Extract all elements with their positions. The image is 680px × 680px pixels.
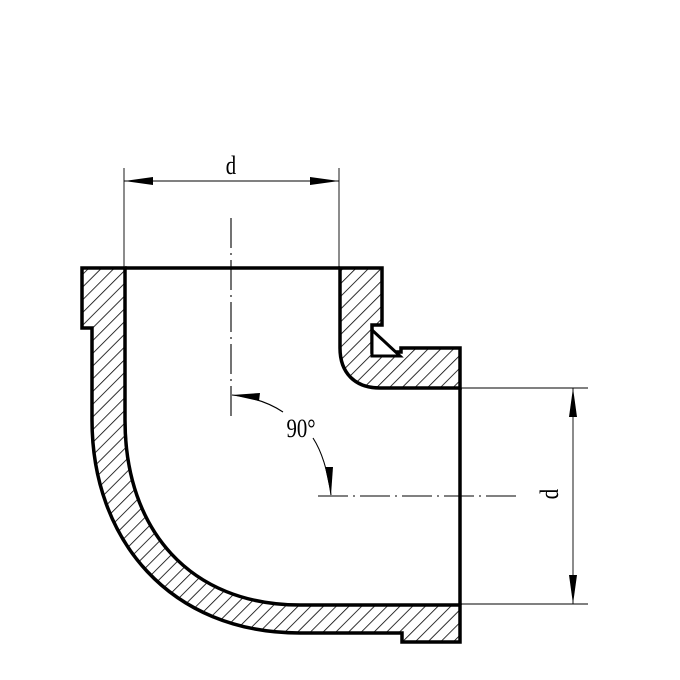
- outer-wall-section: [80, 266, 462, 644]
- angle-label: 90°: [286, 415, 315, 444]
- arrow-angle-left-icon: [232, 393, 260, 401]
- arrow-angle-down-icon: [325, 467, 333, 495]
- arrow-up-icon: [569, 388, 577, 417]
- arrow-right-icon: [310, 177, 339, 185]
- angle-arc-lower: [312, 437, 332, 496]
- arrow-down-icon: [569, 575, 577, 604]
- arrow-left-icon: [124, 177, 153, 185]
- top-dimension-label: d: [226, 152, 237, 181]
- thread-relief-notch: [370, 326, 404, 358]
- right-dimension-label: d: [536, 489, 565, 500]
- inner-wall-section: [338, 266, 462, 390]
